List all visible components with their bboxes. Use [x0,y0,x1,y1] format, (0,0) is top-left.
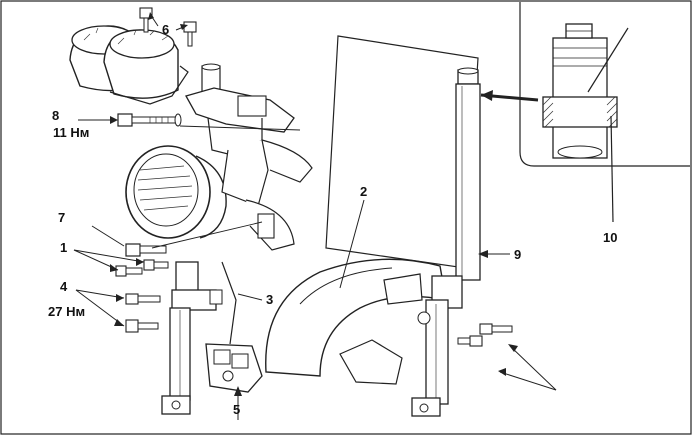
torque-4: 27 Нм [48,304,85,319]
callout-7: 7 [58,210,65,225]
callout-3: 3 [266,292,273,307]
bolts-4 [75,289,161,333]
windscreen-panel [325,35,479,269]
instrument-cluster [69,25,189,105]
callout-6: 6 [162,22,169,37]
right-fork-leg [411,67,510,417]
leader-3 [237,293,263,301]
upper-bracket [179,63,313,251]
bolts-1 [73,249,169,277]
callout-4: 4 [60,279,68,294]
torque-8: 11 Нм [53,125,89,140]
brake-caliper [205,261,263,420]
callout-9: 9 [514,247,521,262]
fender-bolts [457,323,557,391]
bolt-7 [91,221,263,257]
callout-10: 10 [603,230,617,245]
front-fender [265,199,447,385]
callout-1: 1 [60,240,67,255]
left-fork-leg [161,261,223,415]
headlight [125,145,227,239]
callout-2: 2 [360,184,367,199]
inset-detail-box [519,2,690,223]
callout-5: 5 [233,402,240,417]
callout-8: 8 [52,108,59,123]
screws-6 [139,7,197,47]
bolt-8 [78,113,182,127]
detail-arrow [480,90,539,102]
